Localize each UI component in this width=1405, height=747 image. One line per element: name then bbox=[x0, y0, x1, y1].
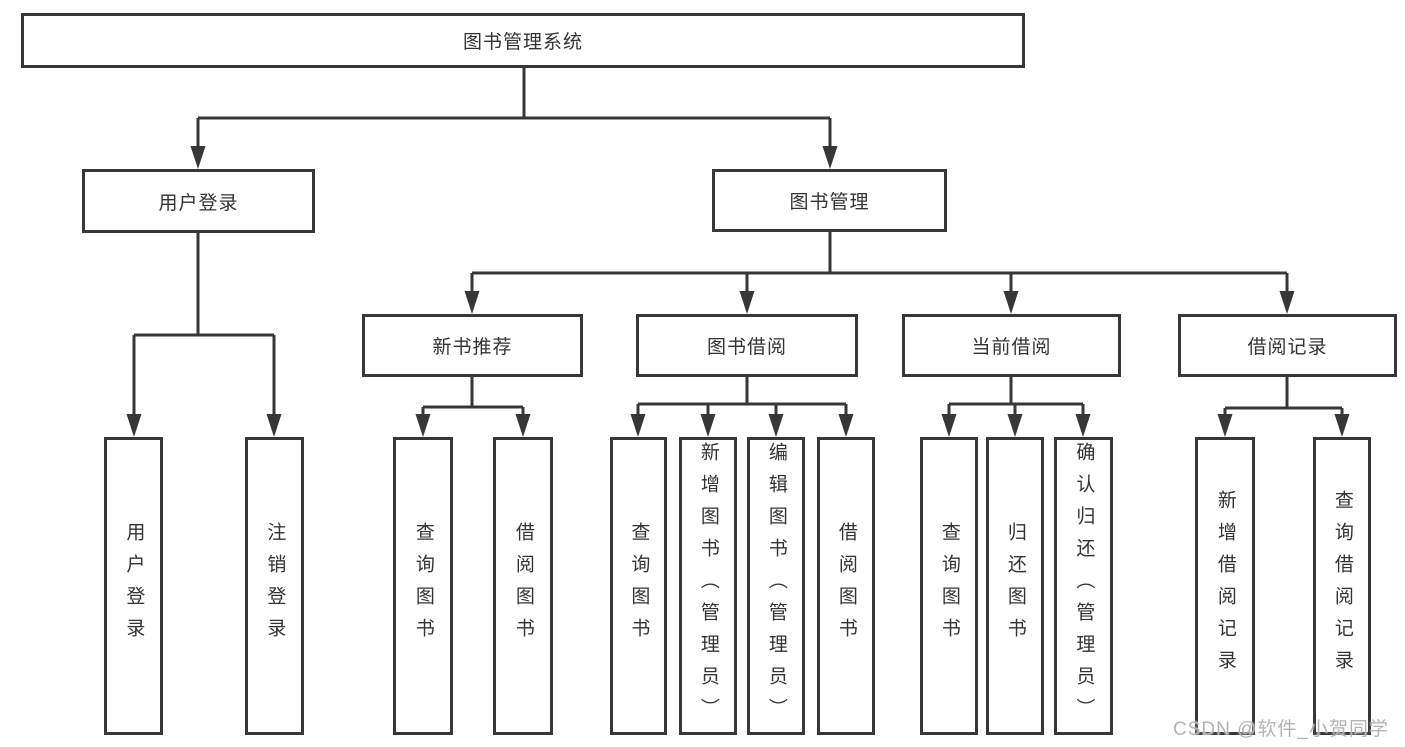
leaf-edit-book-admin: 编辑图书（管理员） bbox=[747, 437, 805, 735]
leaf-confirm-return-admin: 确认归还（管理员） bbox=[1054, 437, 1113, 735]
leaf-query-book-borrow: 查询图书 bbox=[610, 437, 667, 735]
leaf-return-book-label: 归还图书 bbox=[1004, 522, 1026, 650]
leaf-query-book-recommend-label: 查询图书 bbox=[412, 522, 434, 650]
leaf-add-book-admin-label: 新增图书（管理员） bbox=[697, 442, 719, 730]
leaf-user-login-label: 用户登录 bbox=[123, 522, 145, 650]
node-root-label: 图书管理系统 bbox=[462, 32, 583, 53]
node-current-borrow-label: 当前借阅 bbox=[971, 337, 1052, 358]
leaf-add-book-admin: 新增图书（管理员） bbox=[679, 437, 737, 735]
node-book-management: 图书管理 bbox=[712, 169, 947, 232]
leaf-edit-book-admin-label: 编辑图书（管理员） bbox=[765, 442, 787, 730]
node-new-book-recommend: 新书推荐 bbox=[362, 314, 583, 377]
node-book-borrow-label: 图书借阅 bbox=[706, 337, 787, 358]
csdn-watermark: CSDN @软件_小贺同学 bbox=[1173, 719, 1389, 740]
leaf-borrow-book-label: 借阅图书 bbox=[835, 522, 857, 650]
leaf-query-borrow-record-label: 查询借阅记录 bbox=[1331, 490, 1353, 682]
leaf-borrow-book-recommend: 借阅图书 bbox=[493, 437, 553, 735]
node-current-borrow: 当前借阅 bbox=[902, 314, 1121, 377]
leaf-query-book-recommend: 查询图书 bbox=[393, 437, 453, 735]
node-user-login: 用户登录 bbox=[82, 169, 315, 233]
leaf-logout-login-label: 注销登录 bbox=[264, 522, 286, 650]
leaf-query-book-current-label: 查询图书 bbox=[938, 522, 960, 650]
node-user-login-label: 用户登录 bbox=[158, 192, 239, 214]
leaf-query-book-borrow-label: 查询图书 bbox=[628, 522, 650, 650]
leaf-query-borrow-record: 查询借阅记录 bbox=[1313, 437, 1371, 735]
leaf-confirm-return-admin-label: 确认归还（管理员） bbox=[1073, 442, 1095, 730]
leaf-add-borrow-record-label: 新增借阅记录 bbox=[1214, 490, 1236, 682]
leaf-query-book-current: 查询图书 bbox=[920, 437, 978, 735]
leaf-borrow-book: 借阅图书 bbox=[817, 437, 875, 735]
leaf-logout-login: 注销登录 bbox=[245, 437, 304, 735]
node-borrow-records-label: 借阅记录 bbox=[1247, 337, 1328, 358]
leaf-borrow-book-recommend-label: 借阅图书 bbox=[512, 522, 534, 650]
leaf-user-login: 用户登录 bbox=[104, 437, 163, 735]
node-book-management-label: 图书管理 bbox=[789, 192, 870, 213]
node-borrow-records: 借阅记录 bbox=[1178, 314, 1397, 377]
leaf-add-borrow-record: 新增借阅记录 bbox=[1195, 437, 1255, 735]
node-root-system: 图书管理系统 bbox=[21, 13, 1025, 68]
node-book-borrow: 图书借阅 bbox=[636, 314, 858, 377]
node-new-book-recommend-label: 新书推荐 bbox=[432, 337, 513, 358]
leaf-return-book: 归还图书 bbox=[986, 437, 1044, 735]
